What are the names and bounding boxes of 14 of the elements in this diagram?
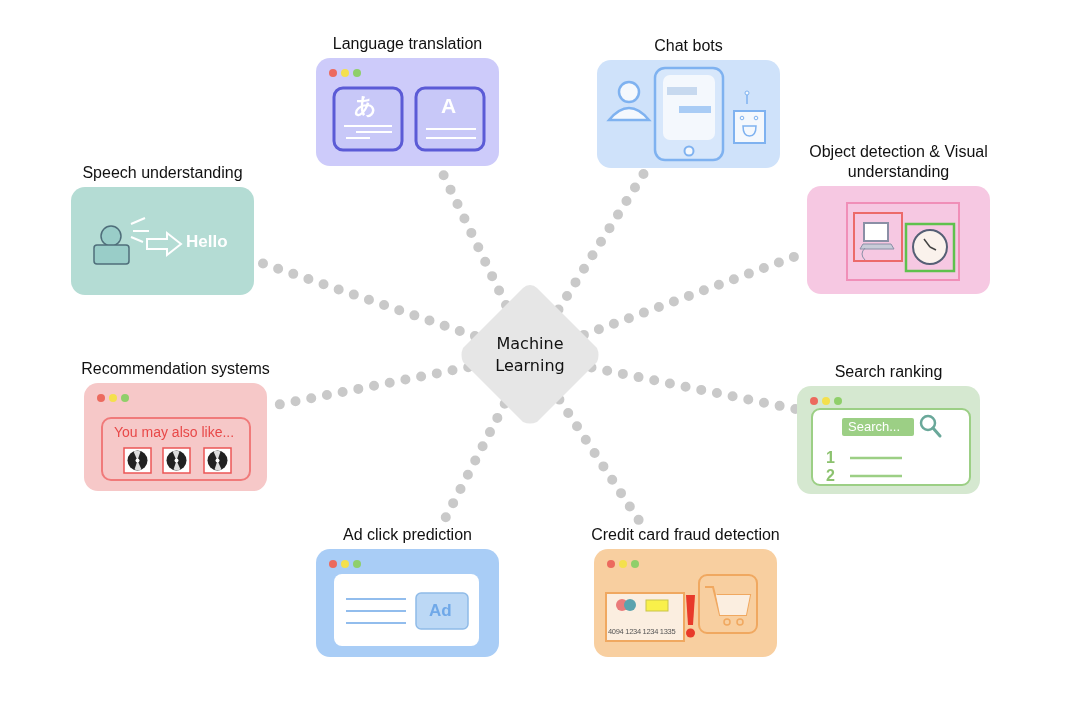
card-title: Object detection & Visual understanding [808, 142, 989, 182]
hub-label: Machine Learning [494, 333, 566, 377]
card-title: Recommendation systems [80, 359, 271, 379]
card-title: Language translation [331, 34, 484, 54]
card-title: Chat bots [653, 36, 724, 56]
ad-label: Ad [429, 601, 452, 621]
rank-number: 1 [826, 449, 835, 467]
recommendation-text: You may also like... [114, 424, 235, 440]
output-word: Hello [186, 232, 228, 252]
rank-number: 2 [826, 467, 835, 485]
card-title: Credit card fraud detection [590, 525, 781, 545]
card-title: Search ranking [833, 362, 944, 382]
card-title: Speech understanding [81, 163, 244, 183]
card-title: Ad click prediction [342, 525, 473, 545]
